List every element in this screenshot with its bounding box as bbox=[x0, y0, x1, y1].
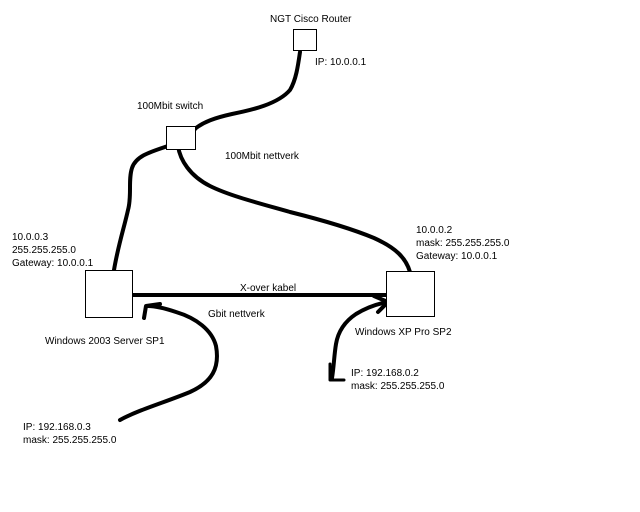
server-gbit-arrowhead bbox=[142, 302, 162, 320]
server-gbit-arrow bbox=[118, 304, 219, 422]
server-gbit-ip: IP: 192.168.0.3 bbox=[23, 422, 91, 433]
xp-box bbox=[386, 271, 435, 317]
router-box bbox=[293, 29, 317, 51]
server-gbit-mask: mask: 255.255.255.0 bbox=[23, 435, 117, 446]
network-100-label: 100Mbit nettverk bbox=[225, 151, 299, 162]
gbit-label: Gbit nettverk bbox=[208, 309, 265, 320]
server-gateway: Gateway: 10.0.0.1 bbox=[12, 258, 94, 269]
crossover-label: X-over kabel bbox=[240, 283, 297, 294]
server-name: Windows 2003 Server SP1 bbox=[45, 336, 165, 347]
server-box bbox=[85, 270, 133, 318]
switch-name: 100Mbit switch bbox=[137, 101, 204, 112]
xp-gbit-ip: IP: 192.168.0.2 bbox=[351, 368, 419, 379]
xp-gbit-mask: mask: 255.255.255.0 bbox=[351, 381, 445, 392]
xp-gateway: Gateway: 10.0.0.1 bbox=[416, 251, 498, 262]
switch-xp-cable bbox=[176, 144, 412, 274]
xp-gbit-arrow bbox=[330, 300, 390, 380]
router-switch-cable bbox=[188, 50, 302, 142]
switch-box bbox=[166, 126, 196, 150]
xp-mask: mask: 255.255.255.0 bbox=[416, 238, 510, 249]
router-ip: IP: 10.0.0.1 bbox=[315, 57, 367, 68]
switch-server-cable bbox=[112, 144, 170, 272]
xp-name: Windows XP Pro SP2 bbox=[355, 327, 452, 338]
router-name: NGT Cisco Router bbox=[270, 14, 352, 25]
server-ip: 10.0.0.3 bbox=[12, 232, 49, 243]
server-mask: 255.255.255.0 bbox=[12, 245, 76, 256]
xp-ip: 10.0.0.2 bbox=[416, 225, 453, 236]
xp-gbit-tail bbox=[328, 362, 346, 382]
